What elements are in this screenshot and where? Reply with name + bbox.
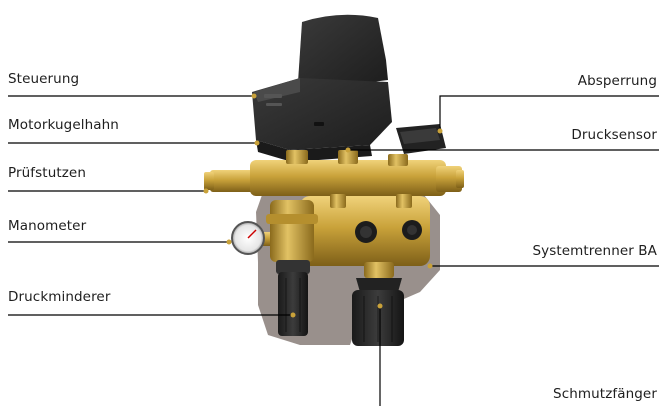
label-systemtrenner: Systemtrenner BA xyxy=(532,243,657,259)
label-schmutzfaenger: Schmutzfänger xyxy=(553,386,657,402)
label-drucksensor: Drucksensor xyxy=(571,127,657,143)
label-manometer: Manometer xyxy=(8,218,87,234)
leader-absperrung xyxy=(439,95,659,130)
label-absperrung: Absperrung xyxy=(577,73,657,89)
leader-lines xyxy=(8,95,659,406)
label-pruefstutzen: Prüfstutzen xyxy=(8,165,86,181)
pressure-reducer xyxy=(266,200,318,336)
shutoff-handle xyxy=(396,124,446,154)
dirt-trap xyxy=(352,262,404,346)
manometer xyxy=(231,221,276,255)
system-separator-body xyxy=(300,194,430,266)
label-druckminderer: Druckminderer xyxy=(8,289,111,305)
main-brass-body xyxy=(204,150,464,196)
control-housing xyxy=(252,14,392,162)
label-steuerung: Steuerung xyxy=(8,71,80,87)
label-motorkugelhahn: Motorkugelhahn xyxy=(8,117,119,133)
leader-dots xyxy=(203,93,443,318)
